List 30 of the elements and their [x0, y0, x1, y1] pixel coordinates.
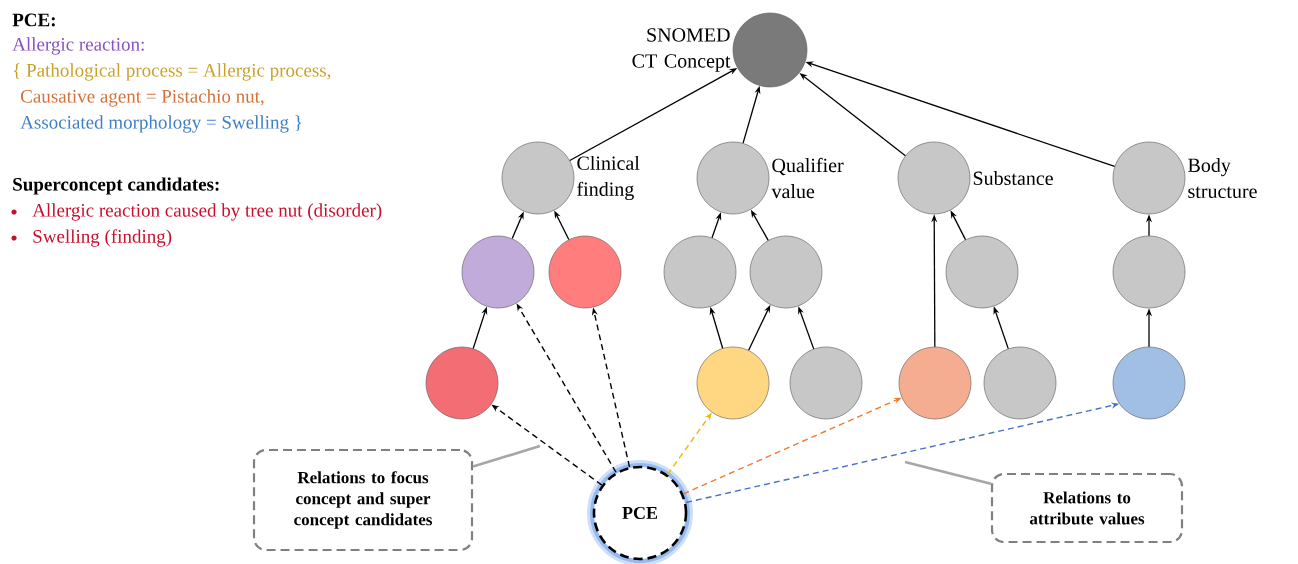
concept-circle [1112, 346, 1186, 420]
text-line: Causative agent = Pistachio nut, [21, 89, 264, 107]
node-label: Qualifier value [771, 157, 844, 199]
text-line: Swelling (finding) [33, 229, 172, 247]
concept-circle [898, 346, 972, 420]
concept-circle [696, 346, 770, 420]
leader-line [904, 460, 992, 485]
leader-line [472, 444, 541, 468]
concept-circle [789, 346, 863, 420]
concept-circle [749, 235, 823, 309]
node-label: Body structure [1188, 157, 1257, 199]
heading: Superconcept candidates: [13, 177, 219, 195]
node-label: Clinical finding [577, 155, 640, 201]
concept-circle [425, 346, 499, 420]
text-line: Allergic reaction: [12, 37, 144, 55]
text-line: { Pathological process = Allergic process, [13, 63, 331, 81]
callout-box: Relations to focus concept and super concept candidates [252, 448, 474, 552]
concept-circle [663, 235, 737, 309]
concept-circle [945, 235, 1019, 309]
text-line: Associated morphology = Swelling } [20, 115, 302, 133]
concept-circle [983, 346, 1057, 420]
callout-box: Relations to attribute values [990, 472, 1184, 544]
concept-circle [548, 235, 622, 309]
text-line: Allergic reaction caused by tree nut (disorder) [32, 203, 382, 221]
heading: PCE: [12, 13, 55, 27]
node-label: Substance [973, 170, 1053, 186]
concept-circle [1112, 235, 1186, 309]
node-label: PCE [622, 506, 658, 520]
concept-circle [461, 235, 535, 309]
node-label: SNOMED CT Concept [632, 28, 731, 72]
